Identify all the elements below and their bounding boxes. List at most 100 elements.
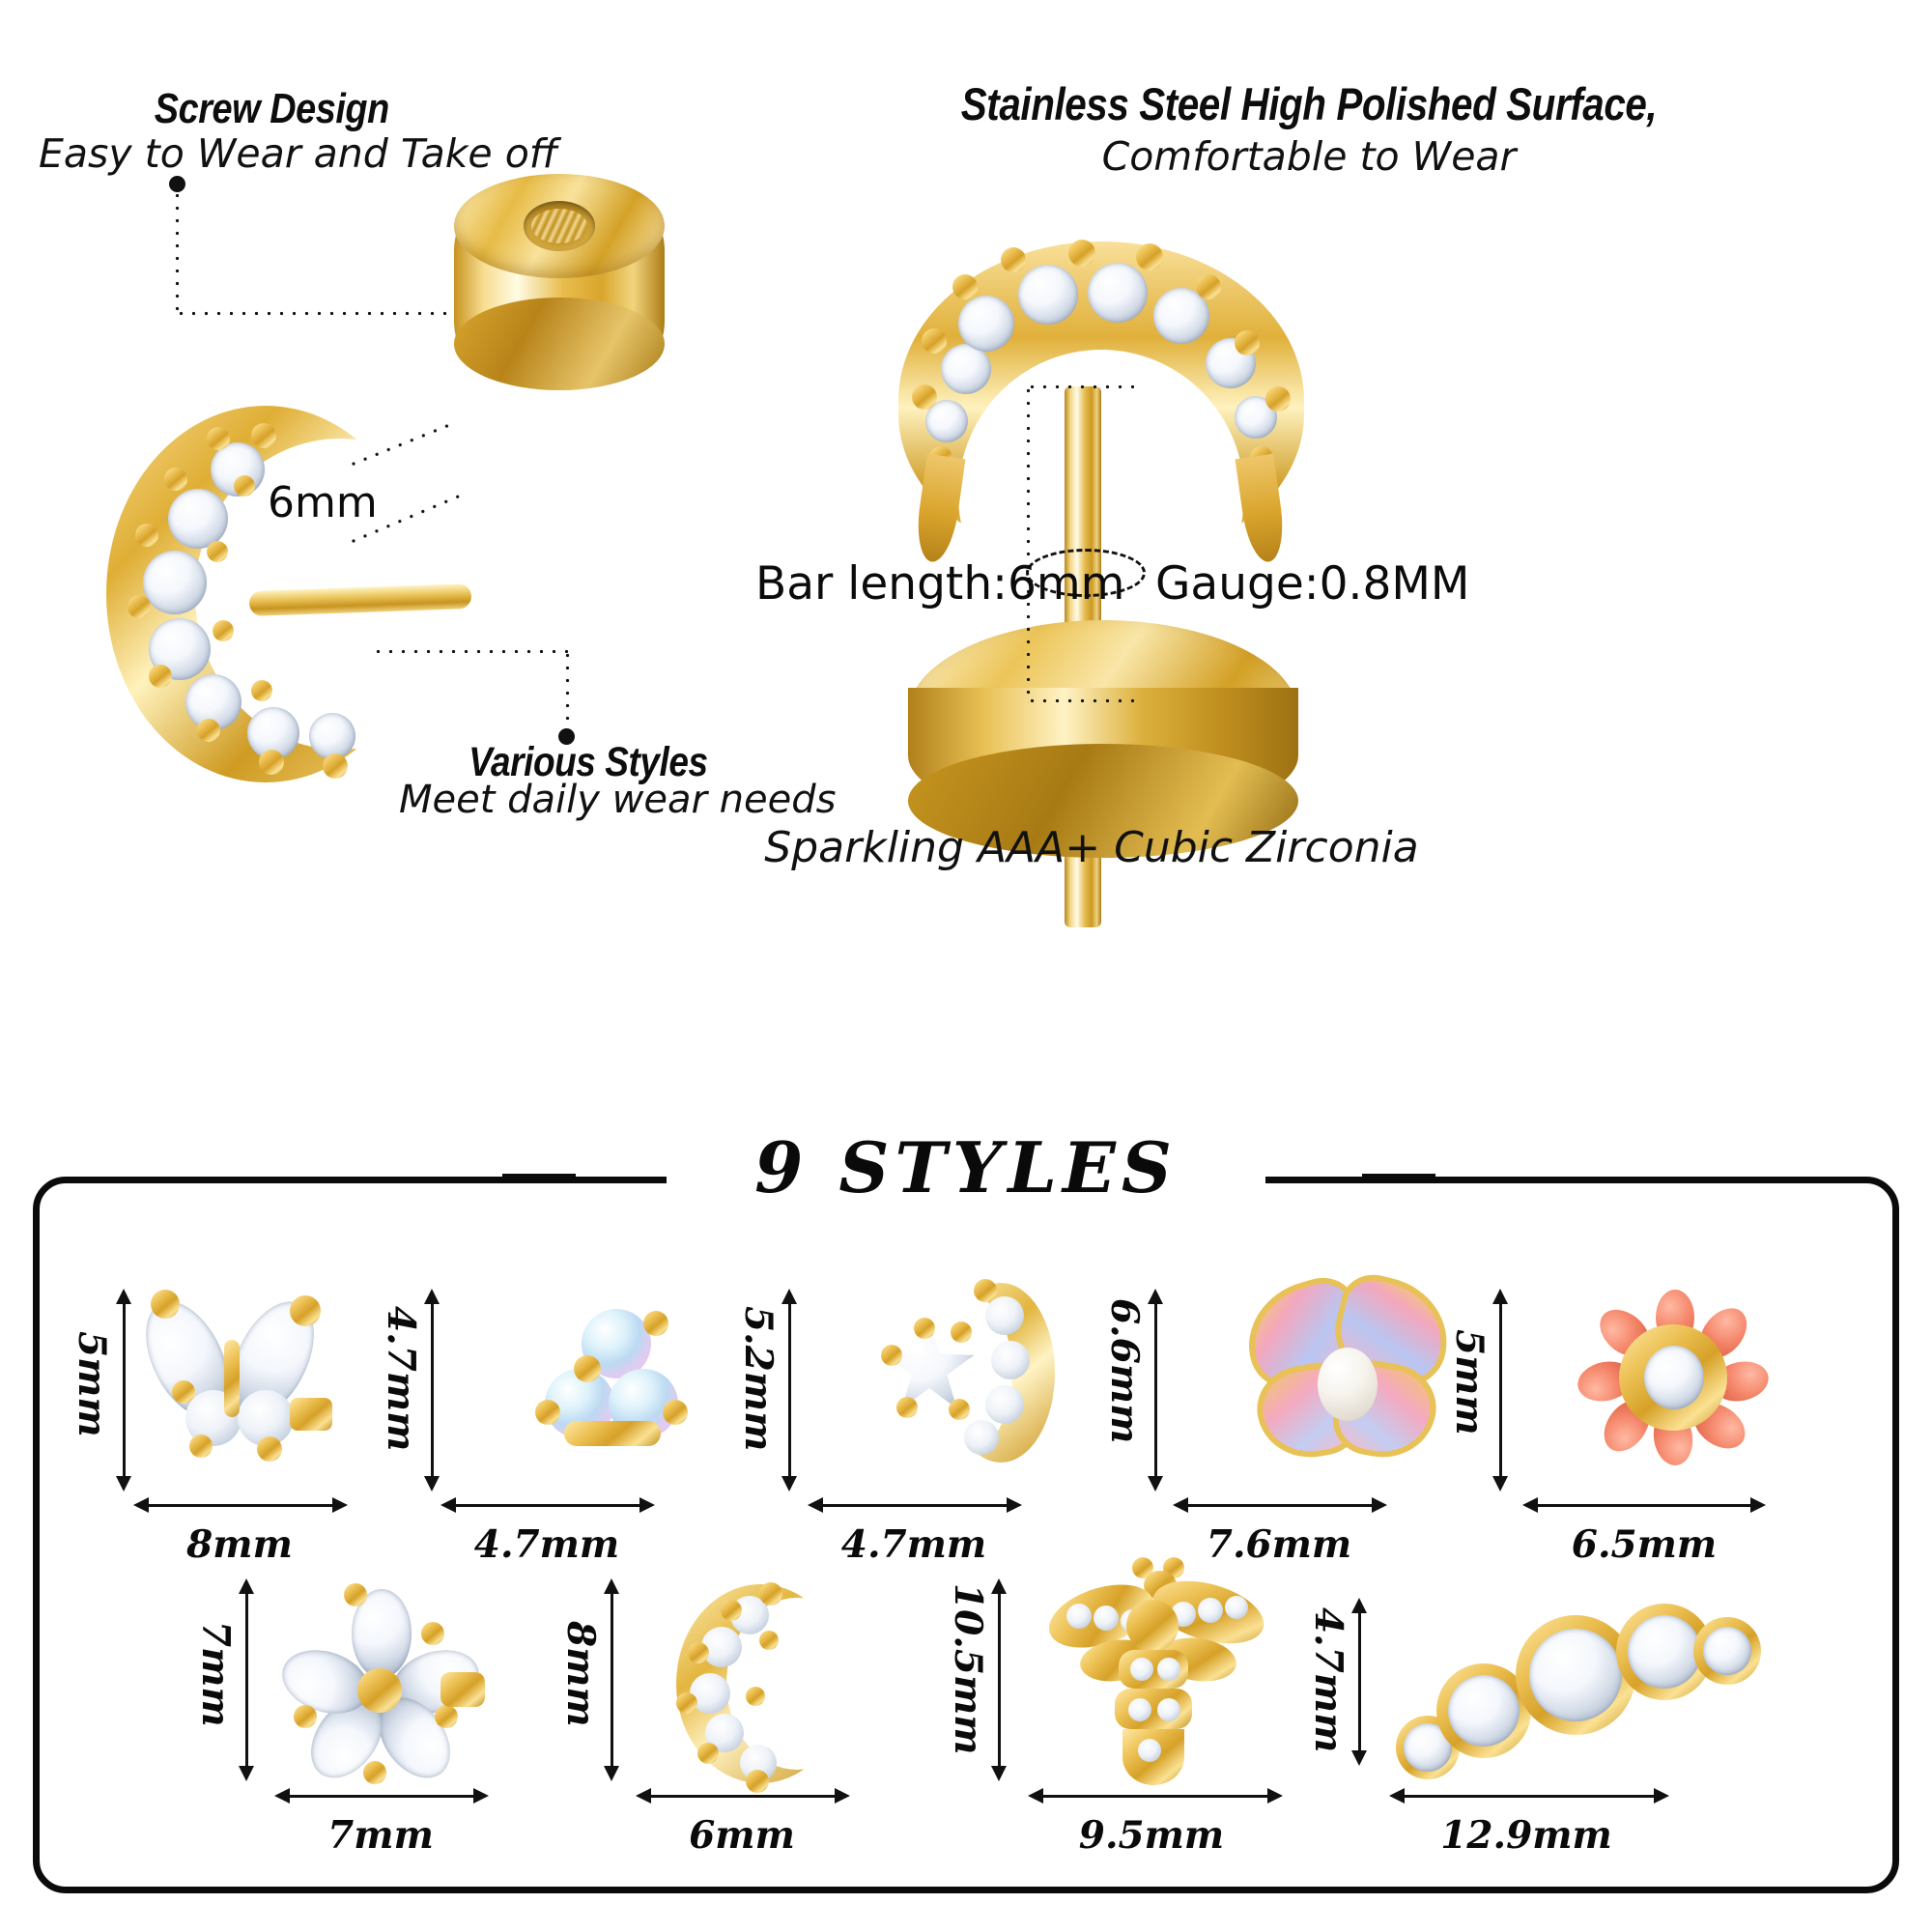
dim-v-arrow-down-4: [1148, 1476, 1163, 1492]
styles-title-mask: [667, 1155, 1265, 1202]
screw-back-disc: [454, 174, 665, 390]
dim-h-arrow-right-4: [1372, 1497, 1387, 1513]
dim-h-arrow-right-2: [639, 1497, 655, 1513]
steel-surface-subtitle: Comfortable to Wear: [1101, 133, 1517, 180]
dim-h-arrow-right-7: [835, 1788, 850, 1804]
dim-v-line-9: [1358, 1611, 1361, 1752]
screw-design-title: Screw Design: [154, 85, 389, 132]
style-item-cz-butterfly: [128, 1288, 338, 1462]
various-styles-subtitle: Meet daily wear needs: [399, 778, 837, 822]
various-styles-leader-vertical: [565, 649, 570, 732]
styles-title-dash-left: [502, 1174, 576, 1180]
dim-width-5: 6.5mm: [1571, 1522, 1718, 1567]
dim-h-arrow-left-6: [274, 1788, 290, 1804]
dim-h-arrow-left-2: [440, 1497, 456, 1513]
screw-callout-dot: [169, 176, 185, 192]
dim-v-line-5: [1499, 1302, 1502, 1478]
dim-h-arrow-right-8: [1267, 1788, 1283, 1804]
dim-v-line-4: [1154, 1302, 1157, 1478]
dim-height-7: 8mm: [558, 1621, 603, 1727]
screw-callout-line-vertical: [175, 189, 180, 315]
dim-width-8: 9.5mm: [1078, 1813, 1225, 1858]
style-item-star-moon: [881, 1279, 1055, 1466]
dim-h-arrow-left-3: [808, 1497, 823, 1513]
dim-v-arrow-up-3: [781, 1289, 797, 1304]
dim-h-arrow-right-5: [1750, 1497, 1766, 1513]
crescent-moon-top: [898, 240, 1304, 639]
crescent-moon-stud-large: [106, 406, 512, 821]
dim-v-line-2: [431, 1302, 434, 1478]
style-item-pave-crescent: [676, 1582, 867, 1793]
cz-caption: Sparkling AAA+ Cubic Zirconia: [764, 823, 1419, 872]
dim-h-arrow-left-7: [636, 1788, 651, 1804]
dim-v-line-6: [245, 1592, 248, 1768]
dim-v-arrow-up-2: [424, 1289, 440, 1304]
dim-v-arrow-down-1: [116, 1476, 131, 1492]
dim-h-arrow-left-5: [1522, 1497, 1538, 1513]
dim-h-arrow-left-4: [1173, 1497, 1188, 1513]
dim-h-line-6: [288, 1795, 475, 1798]
dim-h-line-2: [454, 1504, 641, 1507]
dim-width-1: 8mm: [186, 1522, 293, 1567]
dim-width-3: 4.7mm: [840, 1522, 987, 1567]
dim-v-arrow-down-9: [1351, 1750, 1367, 1766]
dim-h-arrow-left-1: [133, 1497, 149, 1513]
bar-6mm-label: 6mm: [268, 478, 378, 527]
dim-v-line-1: [123, 1302, 126, 1478]
dim-h-arrow-right-3: [1007, 1497, 1022, 1513]
dim-width-7: 6mm: [689, 1813, 795, 1858]
dim-v-arrow-up-5: [1492, 1289, 1508, 1304]
dim-v-line-7: [611, 1592, 613, 1768]
dim-v-arrow-down-6: [239, 1766, 254, 1781]
style-item-opal-trio: [535, 1309, 688, 1449]
dim-height-6: 7mm: [193, 1621, 238, 1727]
dim-v-arrow-up-8: [991, 1578, 1007, 1594]
dim-h-line-9: [1403, 1795, 1656, 1798]
moon-labret-assembly: [898, 240, 1314, 1053]
dim-v-line-3: [788, 1302, 791, 1478]
dim-h-arrow-left-9: [1389, 1788, 1405, 1804]
screw-design-subtitle: Easy to Wear and Take off: [39, 130, 558, 177]
dim-v-arrow-down-3: [781, 1476, 797, 1492]
bar-length-line-top: [1026, 384, 1134, 389]
dim-h-line-1: [147, 1504, 334, 1507]
dim-v-arrow-up-9: [1351, 1598, 1367, 1613]
various-styles-leader-horizontal: [372, 649, 570, 654]
labret-base-disc: [908, 599, 1298, 858]
styles-panel-title: 9 STYLES: [754, 1126, 1178, 1208]
dim-h-line-5: [1536, 1504, 1752, 1507]
dim-h-arrow-right-6: [473, 1788, 489, 1804]
pearl-center: [1318, 1348, 1378, 1421]
dim-width-6: 7mm: [327, 1813, 434, 1858]
dim-height-8: 10.5mm: [946, 1583, 990, 1755]
dim-v-arrow-down-2: [424, 1476, 440, 1492]
dim-v-arrow-down-7: [604, 1766, 619, 1781]
dim-v-line-8: [998, 1592, 1001, 1768]
style-item-coral-flower: [1574, 1290, 1773, 1468]
dim-height-9: 4.7mm: [1306, 1607, 1350, 1753]
steel-surface-title: Stainless Steel High Polished Surface,: [960, 78, 1658, 129]
dim-h-arrow-right-9: [1654, 1788, 1669, 1804]
dim-v-arrow-up-6: [239, 1578, 254, 1594]
style-item-cz-bee: [1040, 1557, 1271, 1799]
dim-height-4: 6.6mm: [1102, 1298, 1147, 1444]
style-item-bezel-curved-bar: [1396, 1604, 1761, 1787]
bar-length-line-bottom: [1026, 698, 1134, 703]
dim-h-line-3: [821, 1504, 1009, 1507]
style-item-enamel-butterfly: [1234, 1267, 1461, 1473]
dim-v-arrow-down-5: [1492, 1476, 1508, 1492]
dim-width-9: 12.9mm: [1440, 1813, 1612, 1858]
dim-v-arrow-up-1: [116, 1289, 131, 1304]
dim-v-arrow-up-7: [604, 1578, 619, 1594]
gauge-label: Gauge:0.8MM: [1155, 557, 1470, 611]
dim-h-line-4: [1186, 1504, 1374, 1507]
dim-height-5: 5mm: [1447, 1329, 1492, 1435]
bar-length-line-left: [1026, 384, 1031, 703]
dim-width-4: 7.6mm: [1206, 1522, 1352, 1567]
dim-height-1: 5mm: [70, 1331, 114, 1437]
dim-h-arrow-right-1: [332, 1497, 348, 1513]
dim-v-arrow-up-4: [1148, 1289, 1163, 1304]
dim-height-3: 5.2mm: [736, 1306, 781, 1452]
dim-h-line-8: [1041, 1795, 1269, 1798]
